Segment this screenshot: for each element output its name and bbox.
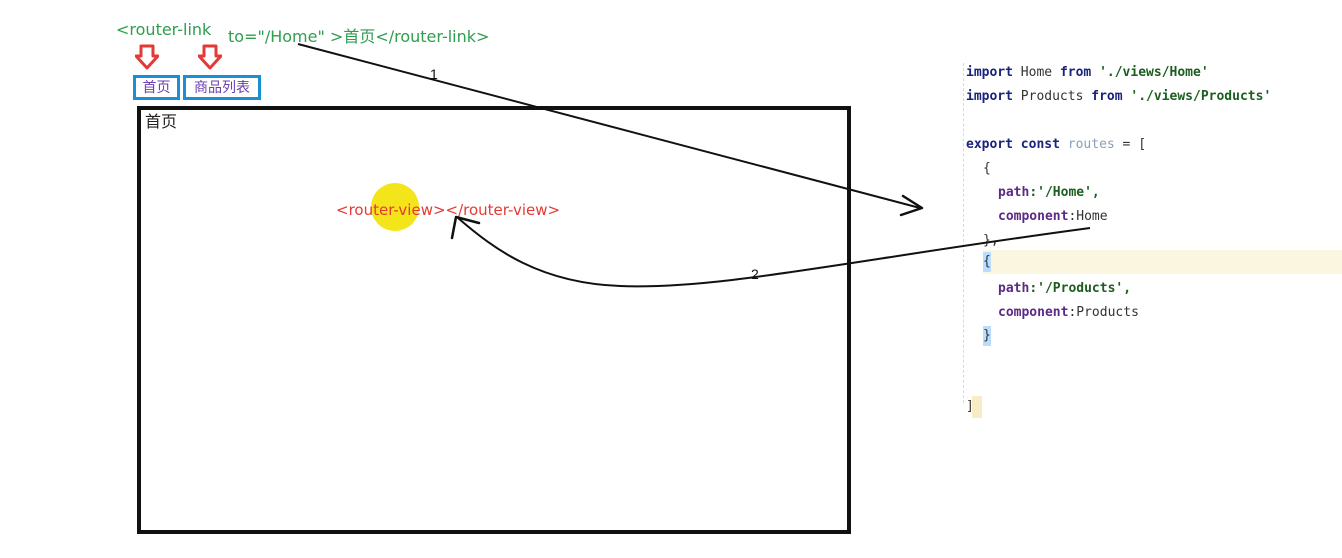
code-line-route1-path: path:'/Home', <box>998 185 1100 200</box>
brace-match-marker <box>983 326 991 346</box>
code-line-export-routes: export const routes = [ <box>966 137 1147 152</box>
bracket-match-marker <box>972 396 982 418</box>
code-line-open-brace-2: { <box>983 254 991 269</box>
code-line-close-brace-2: } <box>983 328 991 343</box>
current-line-highlight <box>983 250 1342 274</box>
arrow-1-head <box>899 194 924 217</box>
arrow-1-label: 1 <box>430 66 438 82</box>
nav-link-home[interactable]: 首页 <box>133 75 180 100</box>
code-line-route2-component: component:Products <box>998 305 1139 320</box>
router-view-annotation: <router-view></router-view> <box>336 201 561 219</box>
code-line-close-brace-1: }, <box>983 233 999 248</box>
nav-link-products[interactable]: 商品列表 <box>183 75 261 100</box>
code-line-close-bracket: ] <box>966 399 974 414</box>
brace-match-marker <box>983 252 991 272</box>
code-line-open-brace-1: { <box>983 161 991 176</box>
gutter-guide <box>963 63 965 403</box>
arrow-1-line <box>297 43 921 209</box>
code-line-route2-path: path:'/Products', <box>998 281 1132 296</box>
view-title: 首页 <box>145 114 178 131</box>
routes-code-panel: import Home from './views/Home' import P… <box>955 55 1342 435</box>
cursor-highlight <box>371 183 419 231</box>
router-view-frame <box>137 106 851 534</box>
down-arrow-icon <box>198 44 222 70</box>
arrow-2-head <box>450 215 481 240</box>
code-line-import-home: import Home from './views/Home' <box>966 65 1209 80</box>
router-link-rest-annotation: to="/Home" >首页</router-link> <box>228 27 490 46</box>
down-arrow-icon <box>135 44 159 70</box>
arrow-2-line <box>457 217 1091 288</box>
code-line-route1-component: component:Home <box>998 209 1108 224</box>
code-line-import-products: import Products from './views/Products' <box>966 89 1272 104</box>
router-link-open-annotation: <router-link <box>116 20 212 39</box>
arrow-2-label: 2 <box>751 266 759 282</box>
